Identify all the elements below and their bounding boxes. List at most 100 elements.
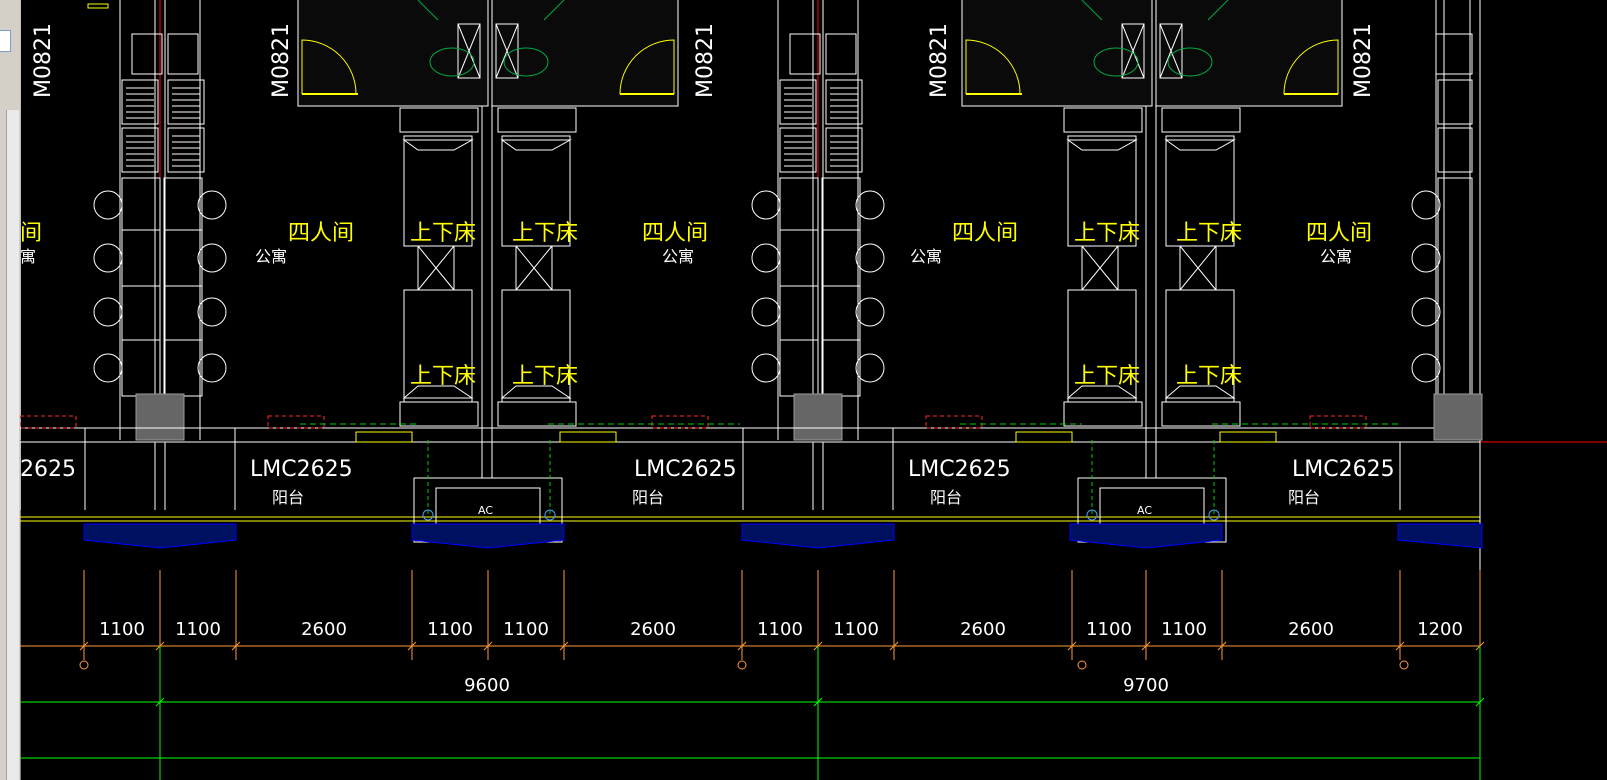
toilet-icon bbox=[457, 23, 481, 79]
bunk-label: 上下床 bbox=[512, 364, 578, 389]
wall-rect bbox=[742, 427, 894, 443]
wardrobe-icon bbox=[131, 33, 163, 75]
dimension-node bbox=[737, 660, 747, 670]
dimension-label: 1100 bbox=[99, 619, 145, 640]
door-swing-icon bbox=[301, 39, 357, 95]
chair-icon bbox=[197, 190, 227, 220]
window-frame bbox=[1219, 431, 1277, 443]
door-tag: M0821 bbox=[1351, 23, 1376, 98]
bunk-label: 上下床 bbox=[512, 221, 578, 246]
window-tag-box bbox=[651, 415, 709, 429]
door-tag: M0821 bbox=[927, 23, 952, 98]
wall-line bbox=[1081, 0, 1103, 21]
chair-icon bbox=[1411, 190, 1441, 220]
toilet-room bbox=[491, 0, 679, 107]
drawing-canvas[interactable]: M0821 M0821 M0821 M0821 M0821 间 寓 四人间 公寓… bbox=[20, 0, 1607, 780]
chair-icon bbox=[197, 297, 227, 327]
dimension-label: 2600 bbox=[1288, 619, 1334, 640]
room-sub-label: 公寓 bbox=[910, 247, 942, 266]
dimension-tick bbox=[155, 697, 165, 707]
window-tag-box bbox=[925, 415, 983, 429]
window-tag: LMC2625 bbox=[1292, 457, 1395, 482]
chair-icon bbox=[751, 297, 781, 327]
wardrobe-icon bbox=[167, 33, 199, 75]
room-sub-label: 公寓 bbox=[662, 247, 694, 266]
window-frame bbox=[559, 431, 617, 443]
bunk-label: 上下床 bbox=[1176, 364, 1242, 389]
room-label: 四人间 bbox=[288, 221, 354, 246]
dimension-label: 1100 bbox=[427, 619, 473, 640]
door-tag: M0821 bbox=[693, 23, 718, 98]
dimension-tick bbox=[1475, 697, 1485, 707]
left-side-panel[interactable] bbox=[0, 0, 21, 780]
bunk-label: 上下床 bbox=[410, 364, 476, 389]
bunk-label: 上下床 bbox=[1074, 364, 1140, 389]
desk-rect bbox=[163, 177, 203, 397]
door-swing-icon bbox=[87, 3, 109, 9]
desk-rect bbox=[1437, 177, 1473, 397]
wardrobe-icon bbox=[825, 79, 863, 125]
room-label: 四人间 bbox=[1306, 221, 1372, 246]
window-tag-box bbox=[267, 415, 325, 429]
dimension-label: 1100 bbox=[503, 619, 549, 640]
dimension-total-label: 9700 bbox=[1123, 675, 1169, 696]
bunk-bed-icon bbox=[399, 401, 479, 427]
wardrobe-icon bbox=[825, 33, 857, 75]
bunk-bed-icon bbox=[402, 385, 474, 399]
toilet-icon bbox=[1159, 23, 1183, 79]
wall-line bbox=[543, 0, 565, 21]
chair-icon bbox=[855, 353, 885, 383]
toilet-room bbox=[1155, 0, 1343, 107]
chair-icon bbox=[197, 353, 227, 383]
chair-icon bbox=[751, 353, 781, 383]
wardrobe-icon bbox=[167, 79, 205, 125]
dimension-label: 1100 bbox=[833, 619, 879, 640]
room-label: 四人间 bbox=[952, 221, 1018, 246]
balcony-label: 阳台 bbox=[930, 488, 962, 507]
wardrobe-icon bbox=[779, 79, 817, 125]
floor-plan-text: M0821 M0821 M0821 M0821 M0821 间 寓 四人间 公寓… bbox=[20, 23, 1395, 517]
ac-label: AC bbox=[478, 504, 493, 517]
bunk-bed-icon bbox=[402, 139, 474, 151]
panel-tab[interactable] bbox=[0, 30, 11, 52]
dimension-label: 1200 bbox=[1417, 619, 1463, 640]
wall-line bbox=[1207, 0, 1229, 21]
wardrobe-icon bbox=[1437, 127, 1473, 173]
balcony-label: 阳台 bbox=[272, 488, 304, 507]
balcony-slab bbox=[83, 523, 237, 549]
dimension-label: 1100 bbox=[1086, 619, 1132, 640]
dimension-label: 1100 bbox=[757, 619, 803, 640]
dimension-label: 2600 bbox=[630, 619, 676, 640]
chair-icon bbox=[1411, 297, 1441, 327]
wall-line bbox=[495, 23, 519, 79]
dimension-node bbox=[79, 660, 89, 670]
bunk-label: 上下床 bbox=[1074, 221, 1140, 246]
chair-icon bbox=[751, 190, 781, 220]
chair-icon bbox=[751, 243, 781, 273]
dimension-total-label: 9600 bbox=[464, 675, 510, 696]
wardrobe-icon bbox=[825, 127, 863, 173]
bunk-bed-icon bbox=[1063, 107, 1143, 133]
wall-line bbox=[417, 245, 455, 291]
desk-rect bbox=[779, 177, 819, 397]
balcony-slab bbox=[1069, 523, 1223, 549]
chair-icon bbox=[855, 243, 885, 273]
bunk-bed-icon bbox=[497, 401, 577, 427]
wall-line bbox=[1121, 23, 1145, 79]
room-label: 四人间 bbox=[642, 221, 708, 246]
desk-rect bbox=[821, 177, 861, 397]
window-tag: 2625 bbox=[20, 457, 76, 482]
bunk-bed-icon bbox=[1161, 401, 1241, 427]
wall-line bbox=[417, 0, 439, 21]
balcony-slab bbox=[411, 523, 565, 549]
vertical-scrollbar[interactable] bbox=[6, 110, 19, 780]
window-frame bbox=[1015, 431, 1073, 443]
room-sub-label: 寓 bbox=[20, 247, 36, 266]
wall-line bbox=[1159, 23, 1183, 79]
dimension-tick bbox=[813, 697, 823, 707]
wall-line bbox=[457, 23, 481, 79]
wardrobe-icon bbox=[789, 33, 821, 75]
wardrobe-icon bbox=[121, 127, 159, 173]
door-tag: M0821 bbox=[31, 23, 56, 98]
balcony-slab bbox=[741, 523, 895, 549]
